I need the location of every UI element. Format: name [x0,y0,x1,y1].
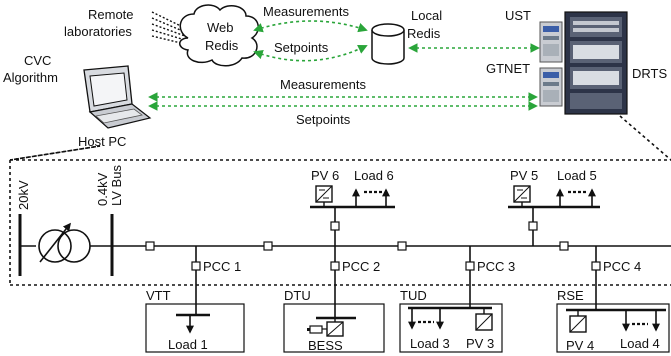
web-redis-label-2: Redis [205,38,239,53]
pcc-nodes [191,261,601,271]
lv-bus-label: LV Bus [109,165,124,206]
load6-label: Load 6 [354,168,394,183]
web-redis-label-1: Web [207,20,234,35]
load1-label: Load 1 [168,337,208,352]
voltage-20kv-label: 20kV [16,180,31,210]
tud-label: TUD [400,288,427,303]
load5-icon [556,188,596,207]
web-redis-cloud-icon [179,4,259,67]
rse-lab-box [556,303,670,353]
pv4-inverter-icon [569,310,587,333]
pv6-node [330,221,340,231]
battery-icon [307,325,327,334]
pv3-label: PV 3 [466,336,494,351]
setpoints-lower-label: Setpoints [296,112,351,127]
local-redis-label-2: Redis [407,26,441,41]
pcc1-label: PCC 1 [203,259,241,274]
measurements-upper-link [253,20,368,33]
drts-rack-icon [564,11,628,115]
pv5-label: PV 5 [510,168,538,183]
zoom-frame [9,115,671,286]
measurements-lower-label: Measurements [280,77,366,92]
pv6-label: PV 6 [311,168,339,183]
bess-label: BESS [308,338,343,353]
cvc-label-1: CVC [24,53,51,68]
pcc3-label: PCC 3 [477,259,515,274]
gtnet-label: GTNET [486,61,530,76]
tud-lab-box [399,303,503,353]
transformer-icon [38,222,91,263]
ust-label: UST [505,8,531,23]
pcc2-label: PCC 2 [342,259,380,274]
dtu-label: DTU [284,288,311,303]
feeder-nodes [145,241,569,251]
load3-icon [408,308,444,330]
load5-label: Load 5 [557,168,597,183]
drts-label: DRTS [632,66,667,81]
gtnet-board-icon [539,67,563,107]
load3-label: Load 3 [410,336,450,351]
bess-inverter-icon [326,318,344,337]
pv5-node [528,221,538,231]
local-redis-label-1: Local [411,8,442,23]
dtu-lab-box [283,303,385,353]
host-pc-icon [83,65,152,129]
vtt-lab-box [145,303,245,353]
setpoints-upper-link [253,45,368,62]
measurements-upper-label: Measurements [263,4,349,19]
pv4-label: PV 4 [566,338,594,353]
cvc-label-2: Algorithm [3,70,58,85]
host-pc-label: Host PC [78,134,126,149]
setpoints-upper-label: Setpoints [274,40,329,55]
remote-labs-label-1: Remote [88,7,134,22]
load6-icon [352,188,390,207]
remote-labs-label-2: laboratories [64,24,132,39]
pcc-drop-lines [195,246,597,318]
load4-label: Load 4 [620,336,660,351]
ust-board-icon [539,21,563,63]
local-redis-database-icon [371,23,405,65]
voltage-04kv-label: 0.4kV [95,172,110,206]
vtt-label: VTT [146,288,171,303]
load4-icon [622,310,660,332]
pv5-inverter-icon [513,185,531,207]
pv3-inverter-icon [475,308,493,331]
rse-label: RSE [557,288,584,303]
pv6-inverter-icon [315,185,333,207]
pcc4-label: PCC 4 [603,259,641,274]
